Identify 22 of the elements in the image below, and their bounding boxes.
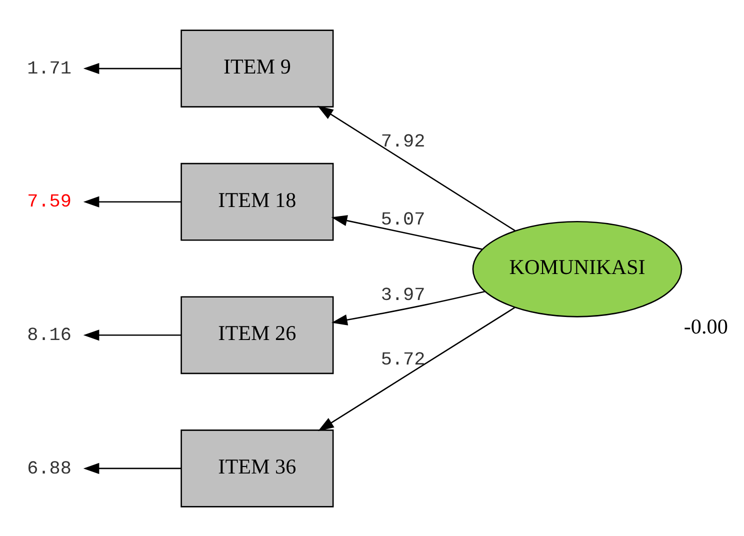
node-text: 6.88 [27, 458, 72, 479]
edge-label: 7.92 [380, 131, 426, 152]
arrow [318, 306, 516, 431]
arrow [83, 462, 182, 474]
arrow [83, 62, 182, 74]
node-label: -0.00 [684, 314, 728, 338]
edge-label: 3.97 [380, 284, 426, 306]
edge-label: 5.72 [380, 348, 426, 370]
arrow [317, 105, 516, 231]
arrow [83, 329, 182, 340]
node-box: ITEM 26 [180, 296, 334, 374]
node-box: ITEM 18 [180, 162, 334, 240]
node-ellipse: KOMUNIKASI [472, 220, 682, 317]
arrow [331, 214, 483, 250]
node-text: 7.59 [27, 191, 72, 212]
node-box: ITEM 9 [180, 29, 334, 107]
node-text: 8.16 [27, 324, 72, 346]
arrow [332, 290, 486, 325]
node-box: ITEM 36 [180, 429, 334, 507]
edge-label: 5.07 [380, 209, 426, 230]
node-text: 1.71 [27, 58, 72, 79]
arrow [83, 196, 182, 207]
